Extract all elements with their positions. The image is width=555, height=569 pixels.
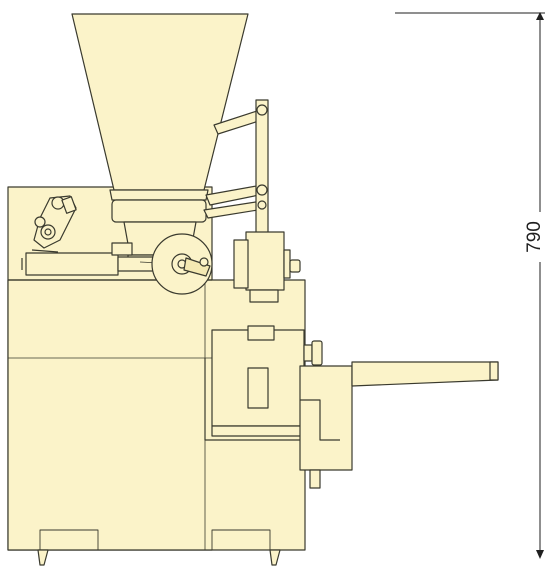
vertical-column	[233, 231, 301, 303]
forming-unit	[204, 325, 323, 441]
conveyor-table	[299, 361, 499, 489]
height-dimension	[395, 12, 545, 559]
lever-arms	[203, 99, 269, 241]
cabinet-feet	[37, 529, 281, 566]
dimension-label: 790	[524, 221, 545, 253]
drive-pulley	[151, 233, 213, 295]
adjustment-knob	[31, 195, 77, 253]
